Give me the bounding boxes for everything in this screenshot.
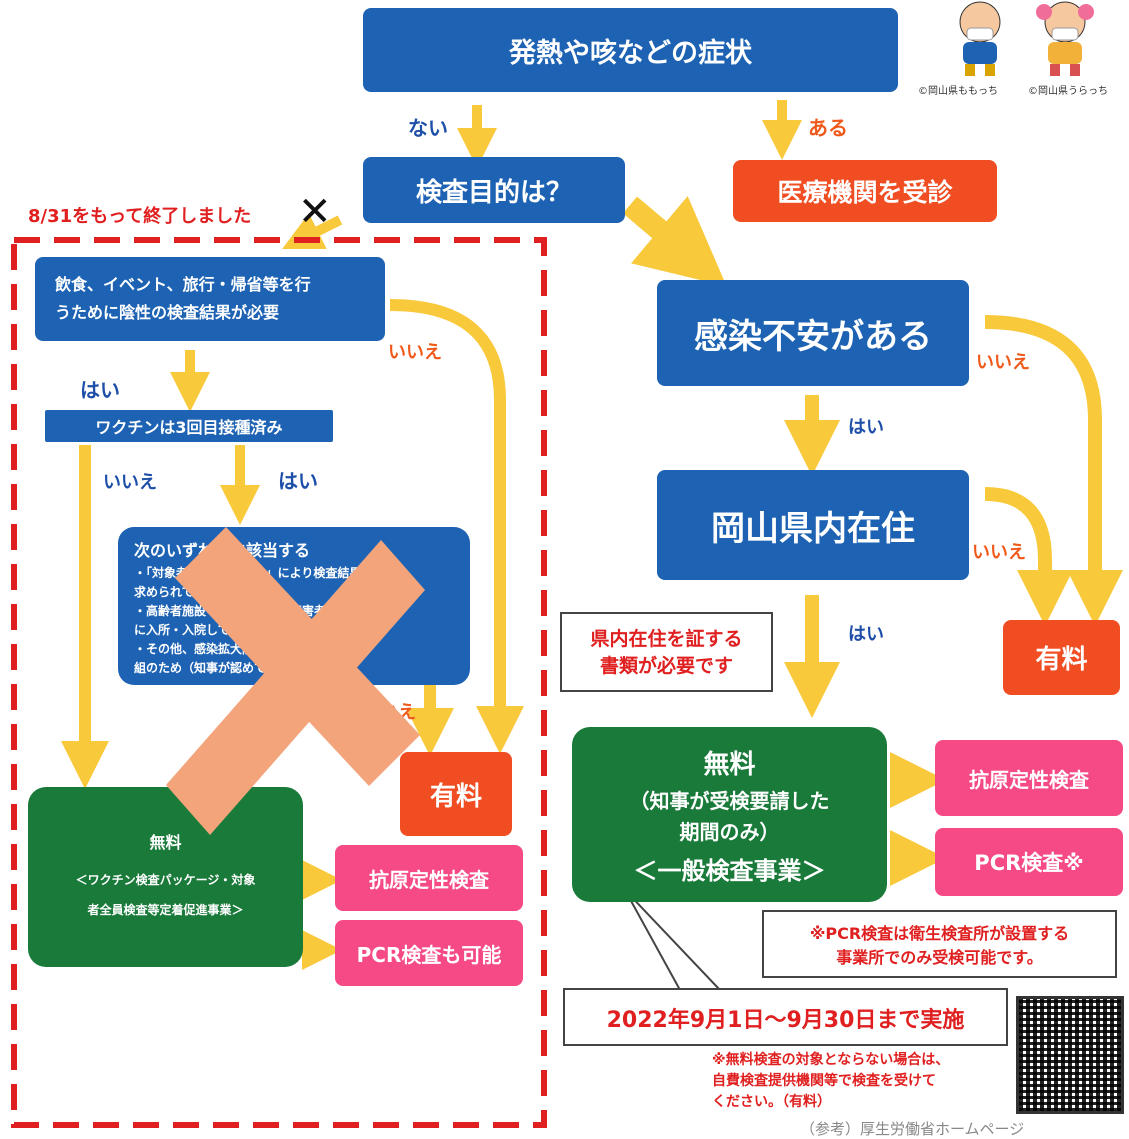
conditions-node: 次のいずれかに該当する ・「対象者全員検査（※）」により検査結果を 求められてい… bbox=[118, 527, 470, 685]
mascot-right-caption: ©岡山県うらっち bbox=[1028, 86, 1108, 97]
footnote: ※無料検査の対象とならない場合は、 自費検査提供機関等で検査を受けて ください。… bbox=[712, 1050, 1012, 1113]
need-negative-line2: うために陰性の検査結果が必要 bbox=[55, 303, 280, 322]
footnote-line2: 自費検査提供機関等で検査を受けて bbox=[712, 1073, 936, 1089]
free-left-line1: ＜ワクチン検査パッケージ・対象 bbox=[75, 873, 256, 887]
antigen-left-node: 抗原定性検査 bbox=[335, 845, 523, 911]
conditions-line2: 求められている bbox=[134, 585, 218, 599]
label-resident-iie: いいえ bbox=[972, 542, 1026, 563]
footnote-line3: ください。（有料） bbox=[712, 1094, 831, 1110]
antigen-left-text: 抗原定性検査 bbox=[369, 867, 489, 892]
mascot-left-illustration bbox=[959, 1, 1001, 76]
free-left-line2: 者全員検査等定着促進事業＞ bbox=[87, 903, 244, 917]
purpose-node: 検査目的は？ bbox=[363, 157, 625, 223]
arrow-purpose-to-anxiety bbox=[622, 196, 727, 287]
pcr-left-node: PCR検査も可能 bbox=[335, 920, 523, 986]
clinic-node: 医療機関を受診 bbox=[733, 160, 997, 222]
period-callout-tail bbox=[624, 889, 723, 991]
pcr-right-text: PCR検査※ bbox=[974, 851, 1084, 875]
mascot-right bbox=[1030, 0, 1100, 80]
vaccine-node: ワクチンは3回目接種済み bbox=[45, 410, 333, 442]
reference-link[interactable]: （参考）厚生労働省ホームページ bbox=[800, 1120, 1025, 1138]
label-vaccine-iie: いいえ bbox=[103, 472, 157, 493]
ended-notice: 8/31をもって終了しました bbox=[28, 206, 252, 227]
vaccine-text: ワクチンは3回目接種済み bbox=[95, 418, 283, 437]
pcr-note-line2: 事業所でのみ受検可能です。 bbox=[836, 948, 1043, 967]
label-conditions-iie: いいえ bbox=[362, 702, 416, 723]
resident-doc-line1: 県内在住を証する bbox=[590, 628, 743, 650]
paid-left-node: 有料 bbox=[400, 752, 512, 836]
label-need-hai: はい bbox=[80, 378, 120, 402]
anxiety-node: 感染不安がある bbox=[657, 280, 969, 386]
label-resident-hai: はい bbox=[848, 624, 884, 645]
conditions-line6: 組のため（知事が認めている） bbox=[134, 661, 303, 675]
footnote-line1: ※無料検査の対象とならない場合は、 bbox=[712, 1052, 950, 1068]
label-anxiety-hai: はい bbox=[848, 417, 884, 438]
symptom-text: 発熱や咳などの症状 bbox=[509, 37, 752, 69]
mascot-right-illustration bbox=[1036, 1, 1094, 76]
purpose-text: 検査目的は？ bbox=[415, 177, 572, 208]
paid-right-node: 有料 bbox=[1003, 620, 1120, 695]
free-right-title: 無料 bbox=[703, 749, 756, 780]
pcr-right-node: PCR検査※ bbox=[935, 828, 1123, 896]
cancelled-region-border bbox=[11, 237, 547, 1128]
conditions-line3: ・高齢者施設（介護施設）や障害者施設等 bbox=[134, 604, 363, 618]
anxiety-text: 感染不安がある bbox=[694, 316, 932, 357]
resident-doc-line2: 書類が必要です bbox=[599, 655, 733, 677]
conditions-line4: に入所・入院している bbox=[134, 623, 254, 637]
need-negative-line1: 飲食、イベント、旅行・帰省等を行 bbox=[55, 275, 311, 294]
period-text: 2022年9月1日～9月30日まで実施 bbox=[606, 1008, 965, 1033]
conditions-line5: ・その他、感染拡大防止による取 bbox=[134, 642, 314, 656]
paid-left-text: 有料 bbox=[429, 781, 482, 812]
free-right-node: 無料 （知事が受検要請した 期間のみ） ＜一般検査事業＞ bbox=[572, 727, 887, 902]
need-negative-node: 飲食、イベント、旅行・帰省等を行 うために陰性の検査結果が必要 bbox=[35, 257, 385, 341]
label-vaccine-hai: はい bbox=[278, 469, 318, 493]
paid-right-text: 有料 bbox=[1035, 645, 1088, 675]
label-aru: ある bbox=[808, 116, 848, 140]
pcr-left-text: PCR検査も可能 bbox=[356, 942, 502, 967]
x-mark-icon: ✕ bbox=[298, 189, 332, 235]
arrow-anxiety-no bbox=[984, 315, 1123, 626]
symptom-node: 発熱や咳などの症状 bbox=[363, 8, 898, 92]
label-anxiety-iie: いいえ bbox=[976, 352, 1030, 373]
free-right-line2: 期間のみ） bbox=[679, 819, 780, 844]
antigen-right-node: 抗原定性検査 bbox=[935, 740, 1123, 816]
free-left-title: 無料 bbox=[149, 833, 182, 852]
free-right-line3: ＜一般検査事業＞ bbox=[633, 856, 826, 885]
label-need-iie: いいえ bbox=[388, 342, 442, 363]
period-callout: 2022年9月1日～9月30日まで実施 bbox=[563, 988, 1008, 1046]
arrow-resident-no bbox=[984, 487, 1073, 626]
conditions-line1: ・「対象者全員検査（※）」により検査結果を bbox=[134, 566, 374, 580]
pcr-note-callout: ※PCR検査は衛生検査所が設置する 事業所でのみ受検可能です。 bbox=[762, 910, 1117, 978]
label-nai: ない bbox=[408, 116, 448, 140]
clinic-text: 医療機関を受診 bbox=[777, 178, 953, 207]
mascot-left-caption: ©岡山県ももっち bbox=[918, 86, 998, 97]
resident-text: 岡山県内在住 bbox=[711, 508, 915, 549]
mascot-left bbox=[945, 0, 1015, 80]
qr-code[interactable] bbox=[1016, 996, 1124, 1114]
arrow-purpose-to-left bbox=[282, 213, 343, 249]
conditions-title: 次のいずれかに該当する bbox=[134, 541, 311, 560]
resident-node: 岡山県内在住 bbox=[657, 470, 969, 580]
resident-doc-callout: 県内在住を証する 書類が必要です bbox=[560, 612, 773, 692]
antigen-right-text: 抗原定性検査 bbox=[969, 767, 1089, 792]
free-left-node: 無料 ＜ワクチン検査パッケージ・対象 者全員検査等定着促進事業＞ bbox=[28, 787, 303, 967]
free-right-line1: （知事が受検要請した bbox=[629, 788, 830, 813]
arrow-need-no bbox=[389, 299, 524, 754]
pcr-note-line1: ※PCR検査は衛生検査所が設置する bbox=[809, 924, 1070, 943]
